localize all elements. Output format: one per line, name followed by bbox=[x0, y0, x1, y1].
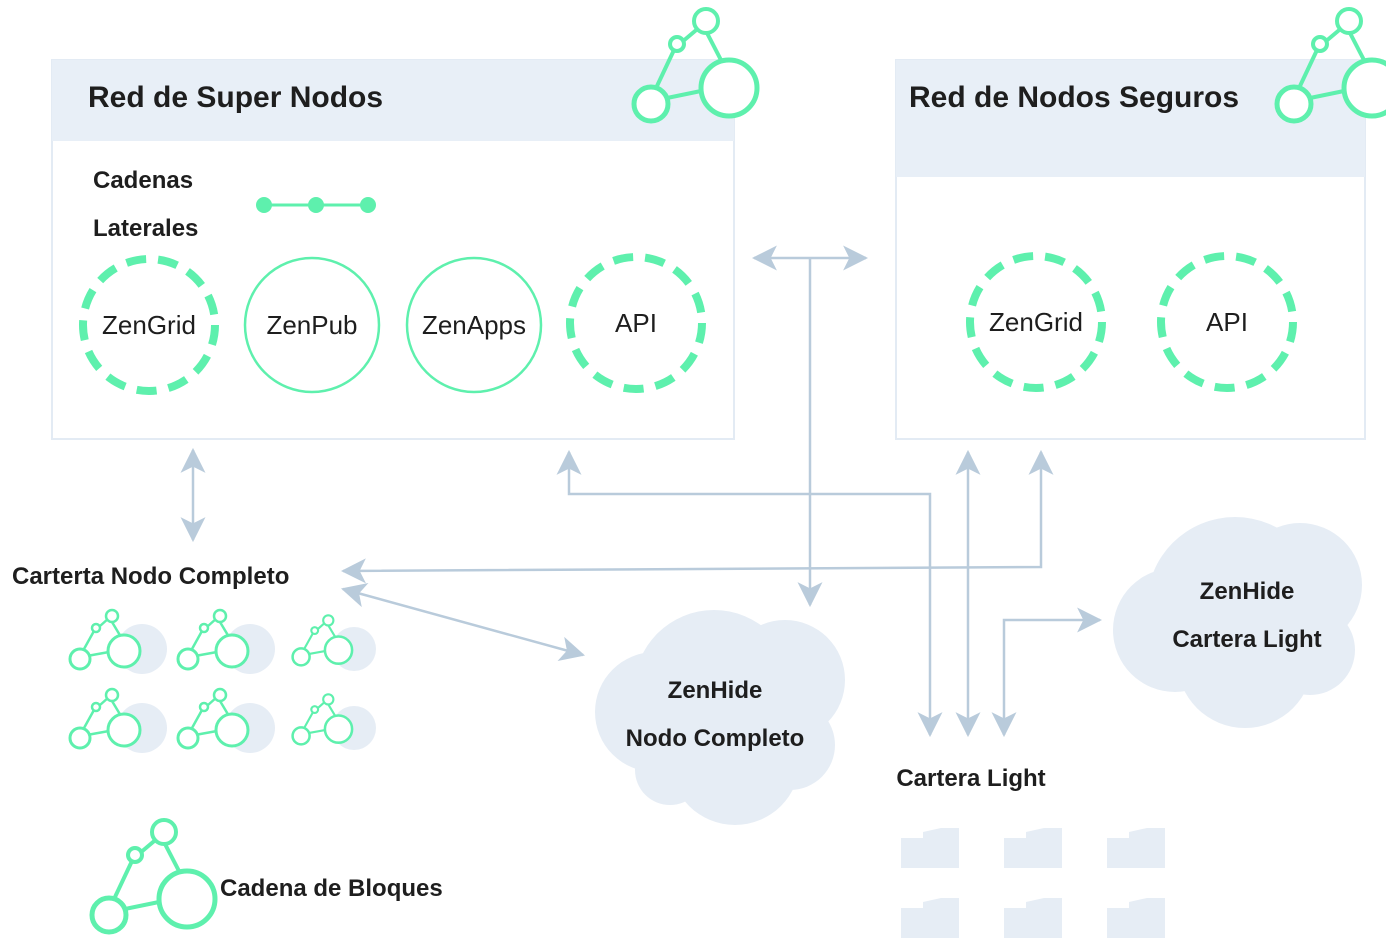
secure-node-zengrid: ZenGrid bbox=[966, 252, 1106, 392]
zenhide-full-node-line1: ZenHide bbox=[668, 677, 763, 704]
zenhide-light-wallet-line1: ZenHide bbox=[1200, 578, 1295, 605]
wallet-chain-icon bbox=[176, 608, 275, 674]
zenhide-full-node-cloud: ZenHide Nodo Completo bbox=[595, 610, 845, 825]
light-wallet: Cartera Light bbox=[896, 765, 1165, 938]
wallet-chain-icon bbox=[176, 687, 275, 753]
node-zenpub: ZenPub bbox=[243, 256, 381, 394]
arrow-secure-api-to-wallet bbox=[340, 449, 1054, 584]
document-icon bbox=[901, 898, 959, 938]
secure-node-api-label: API bbox=[1206, 307, 1248, 337]
arrow-wallet-to-zenhide-node bbox=[340, 583, 586, 661]
secure-node-zengrid-label: ZenGrid bbox=[989, 307, 1083, 337]
super-node-network: Red de Super Nodos Cadenas Laterales Zen… bbox=[51, 9, 757, 440]
super-network-title: Red de Super Nodos bbox=[88, 81, 383, 114]
node-zenapps: ZenApps bbox=[405, 256, 543, 394]
wallet-chain-icon bbox=[68, 608, 167, 674]
node-zenapps-label: ZenApps bbox=[422, 310, 526, 340]
sidechains-label-2: Laterales bbox=[93, 215, 198, 242]
wallet-chain-icon bbox=[291, 613, 376, 671]
document-icon bbox=[1107, 898, 1165, 938]
zenhide-light-wallet-cloud: ZenHide Cartera Light bbox=[1113, 517, 1362, 728]
node-api-label: API bbox=[615, 308, 657, 338]
zenhide-light-wallet-line2: Cartera Light bbox=[1172, 626, 1321, 653]
wallet-chain-icon bbox=[291, 692, 376, 750]
secure-network-title: Red de Nodos Seguros bbox=[909, 81, 1239, 114]
document-icon bbox=[1107, 828, 1165, 868]
light-wallet-label: Cartera Light bbox=[896, 765, 1045, 792]
sidechain-icon bbox=[256, 197, 376, 213]
full-node-wallet-label: Carterta Nodo Completo bbox=[12, 563, 289, 590]
legend: Cadena de Bloques bbox=[92, 820, 443, 932]
secure-node-network: Red de Nodos Seguros ZenGrid API bbox=[895, 9, 1386, 440]
document-icon bbox=[1004, 898, 1062, 938]
legend-blockchain-icon bbox=[92, 820, 215, 932]
node-api: API bbox=[566, 253, 706, 393]
full-node-wallet: Carterta Nodo Completo bbox=[12, 563, 376, 753]
node-zengrid-label: ZenGrid bbox=[102, 310, 196, 340]
connection-arrows bbox=[180, 245, 1103, 738]
node-zenpub-label: ZenPub bbox=[266, 310, 357, 340]
zenhide-full-node-line2: Nodo Completo bbox=[626, 725, 805, 752]
sidechains-label-1: Cadenas bbox=[93, 167, 193, 194]
node-zengrid: ZenGrid bbox=[79, 255, 219, 395]
document-icon bbox=[901, 828, 959, 868]
legend-blockchain-label: Cadena de Bloques bbox=[220, 875, 443, 902]
arrow-light-to-zenhide-light bbox=[991, 607, 1103, 738]
wallet-chain-icon bbox=[68, 687, 167, 753]
document-icon bbox=[1004, 828, 1062, 868]
secure-node-api: API bbox=[1157, 252, 1297, 392]
super-network-header bbox=[52, 60, 734, 141]
full-node-wallet-icons bbox=[68, 608, 376, 753]
light-wallet-icons bbox=[901, 828, 1165, 938]
